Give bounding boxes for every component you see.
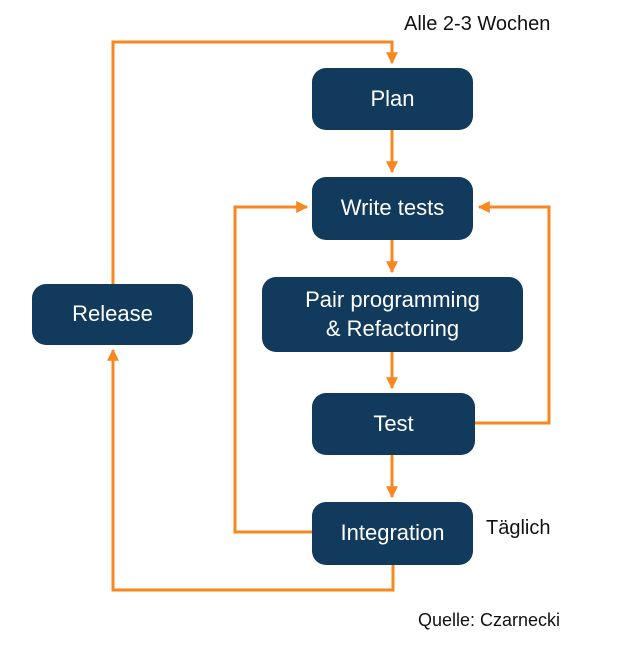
source-credit: Quelle: Czarnecki — [418, 610, 561, 630]
node-test: Test — [312, 393, 475, 455]
arrow-integration-to-write-tests-loop — [233, 201, 312, 534]
node-plan: Plan — [312, 68, 473, 130]
interval-note: Alle 2-3 Wochen — [404, 13, 551, 35]
node-release: Release — [32, 284, 193, 345]
daily-note: Täglich — [486, 517, 551, 539]
node-integration: Integration — [312, 502, 473, 565]
node-pair-programming-refactoring: Pair programming & Refactoring — [262, 277, 523, 352]
arrow-integration-to-release-loop — [107, 348, 395, 592]
arrow-release-to-plan-loop — [111, 40, 398, 284]
arrow-test-to-write-tests-loop — [475, 201, 551, 425]
node-write-tests: Write tests — [312, 177, 473, 240]
